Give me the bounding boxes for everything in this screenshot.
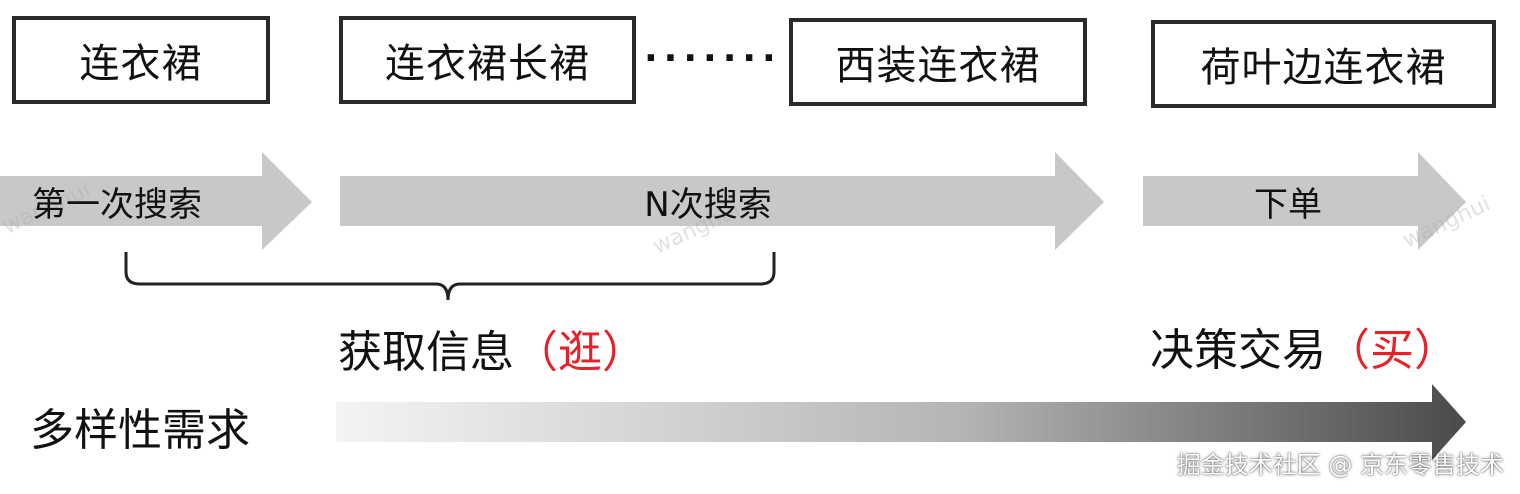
phase-paren-text: （逛） [514,327,646,378]
search-box-suit-dress: 西装连衣裙 [789,18,1087,106]
arrow-order [1143,152,1466,250]
credit-watermark: 掘金技术社区 @ 京东零售技术 [1176,451,1504,479]
phase-decision-trade: 决策交易（买） [1150,314,1458,378]
brace [124,252,776,301]
search-box-long-dress: 连衣裙长裙 [339,16,636,104]
search-term-label: 荷叶边连衣裙 [1200,45,1447,91]
arrow-first-search [0,152,312,250]
stage-order: 下单 [1254,184,1322,225]
search-box-ruffle-dress: 荷叶边连衣裙 [1151,20,1496,108]
search-term-label: 连衣裙长裙 [385,41,590,87]
phase-paren-text: （买） [1326,325,1458,376]
ellipsis: ······· [644,38,782,79]
phase-get-info: 获取信息（逛） [338,316,646,380]
search-term-label: 西装连衣裙 [835,43,1041,89]
search-box-dress: 连衣裙 [12,16,270,104]
stage-first-search: 第一次搜索 [32,184,202,225]
arrow-n-search [340,152,1104,250]
search-term-label: 连衣裙 [79,41,203,87]
arrow-diverse-needs [336,384,1466,460]
phase-main-text: 获取信息 [338,327,514,378]
stage-n-search: N次搜索 [644,184,772,225]
phase-main-text: 决策交易 [1150,325,1326,376]
diverse-needs-label: 多样性需求 [30,405,250,456]
